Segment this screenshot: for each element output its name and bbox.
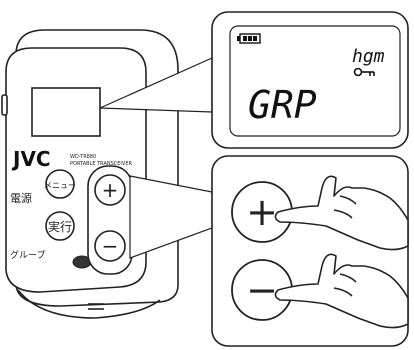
display-main-text: GRP [248,83,317,127]
exec-button[interactable]: 実行 [45,211,75,241]
menu-button[interactable]: メニュー [44,169,76,199]
device-minus-symbol: − [102,234,119,258]
battery-icon [237,33,261,44]
key-icon [353,67,375,77]
device-lcd-window [31,87,101,137]
transceiver-device [1,29,179,319]
side-button [1,94,8,116]
callout-minus-symbol: − [246,268,278,312]
brand-logo: JVC [11,147,51,171]
display-top-right-text: hgm [352,46,385,67]
buttons-callout: + − [129,155,409,347]
menu-button-label: メニュー [44,181,76,190]
model-label: WD-TR880 [70,154,96,160]
hand-icon [274,253,409,329]
display-callout-inner [229,25,401,137]
group-label: グループ [10,249,45,261]
device-lower-shell [17,289,161,319]
callout-plus-button[interactable]: + [231,181,293,243]
hand-icon [274,175,409,251]
model-subtitle: PORTABLE TRANSCEIVER [70,161,132,167]
callout-minus-button[interactable]: − [231,259,293,321]
device-minus-button[interactable]: − [94,230,126,262]
power-label: 電源 [10,191,32,205]
display-callout: hgm GRP [99,11,409,149]
exec-button-label: 実行 [48,219,72,234]
device-plus-button[interactable]: + [94,174,126,206]
device-plus-symbol: + [102,178,119,202]
callout-plus-symbol: + [246,190,278,234]
